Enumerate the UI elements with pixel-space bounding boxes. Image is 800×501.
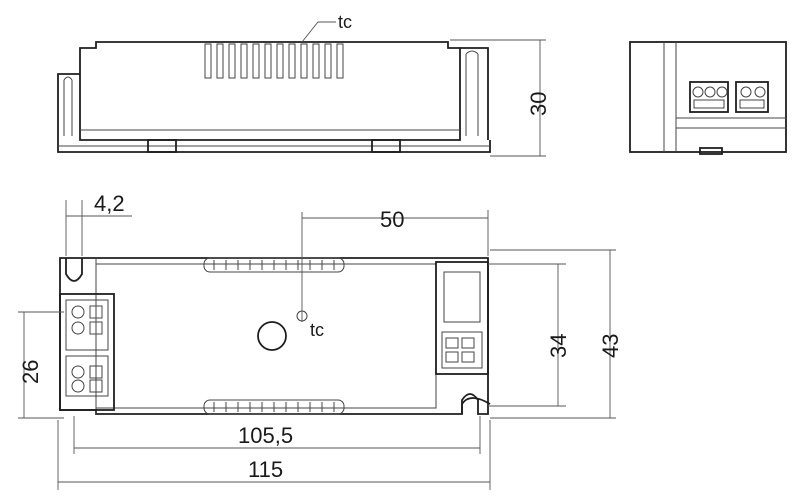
output-terminal-block [435,261,489,375]
side-vent-slots [204,43,344,79]
top-view-vents-lower [203,399,345,415]
dim-4-2: 4,2 [94,191,125,216]
tc-label-side: tc [338,12,352,32]
dim-105-5: 105,5 [238,423,293,448]
dim-43: 43 [598,334,623,358]
end-view [629,41,787,155]
dim-26: 26 [18,360,43,384]
input-terminal-block [59,293,115,411]
end-view-terminals [692,86,766,109]
dim-34: 34 [546,334,571,358]
top-view: tc 4,2 50 34 43 26 105,5 115 [18,191,623,490]
mounting-hole [257,321,287,351]
side-view: tc 30 [57,12,551,157]
dim-115: 115 [248,457,283,482]
top-view-vents-upper [203,257,345,273]
tc-label-top: tc [310,320,324,340]
dim-50: 50 [380,207,404,232]
dim-height-30: 30 [526,92,551,116]
